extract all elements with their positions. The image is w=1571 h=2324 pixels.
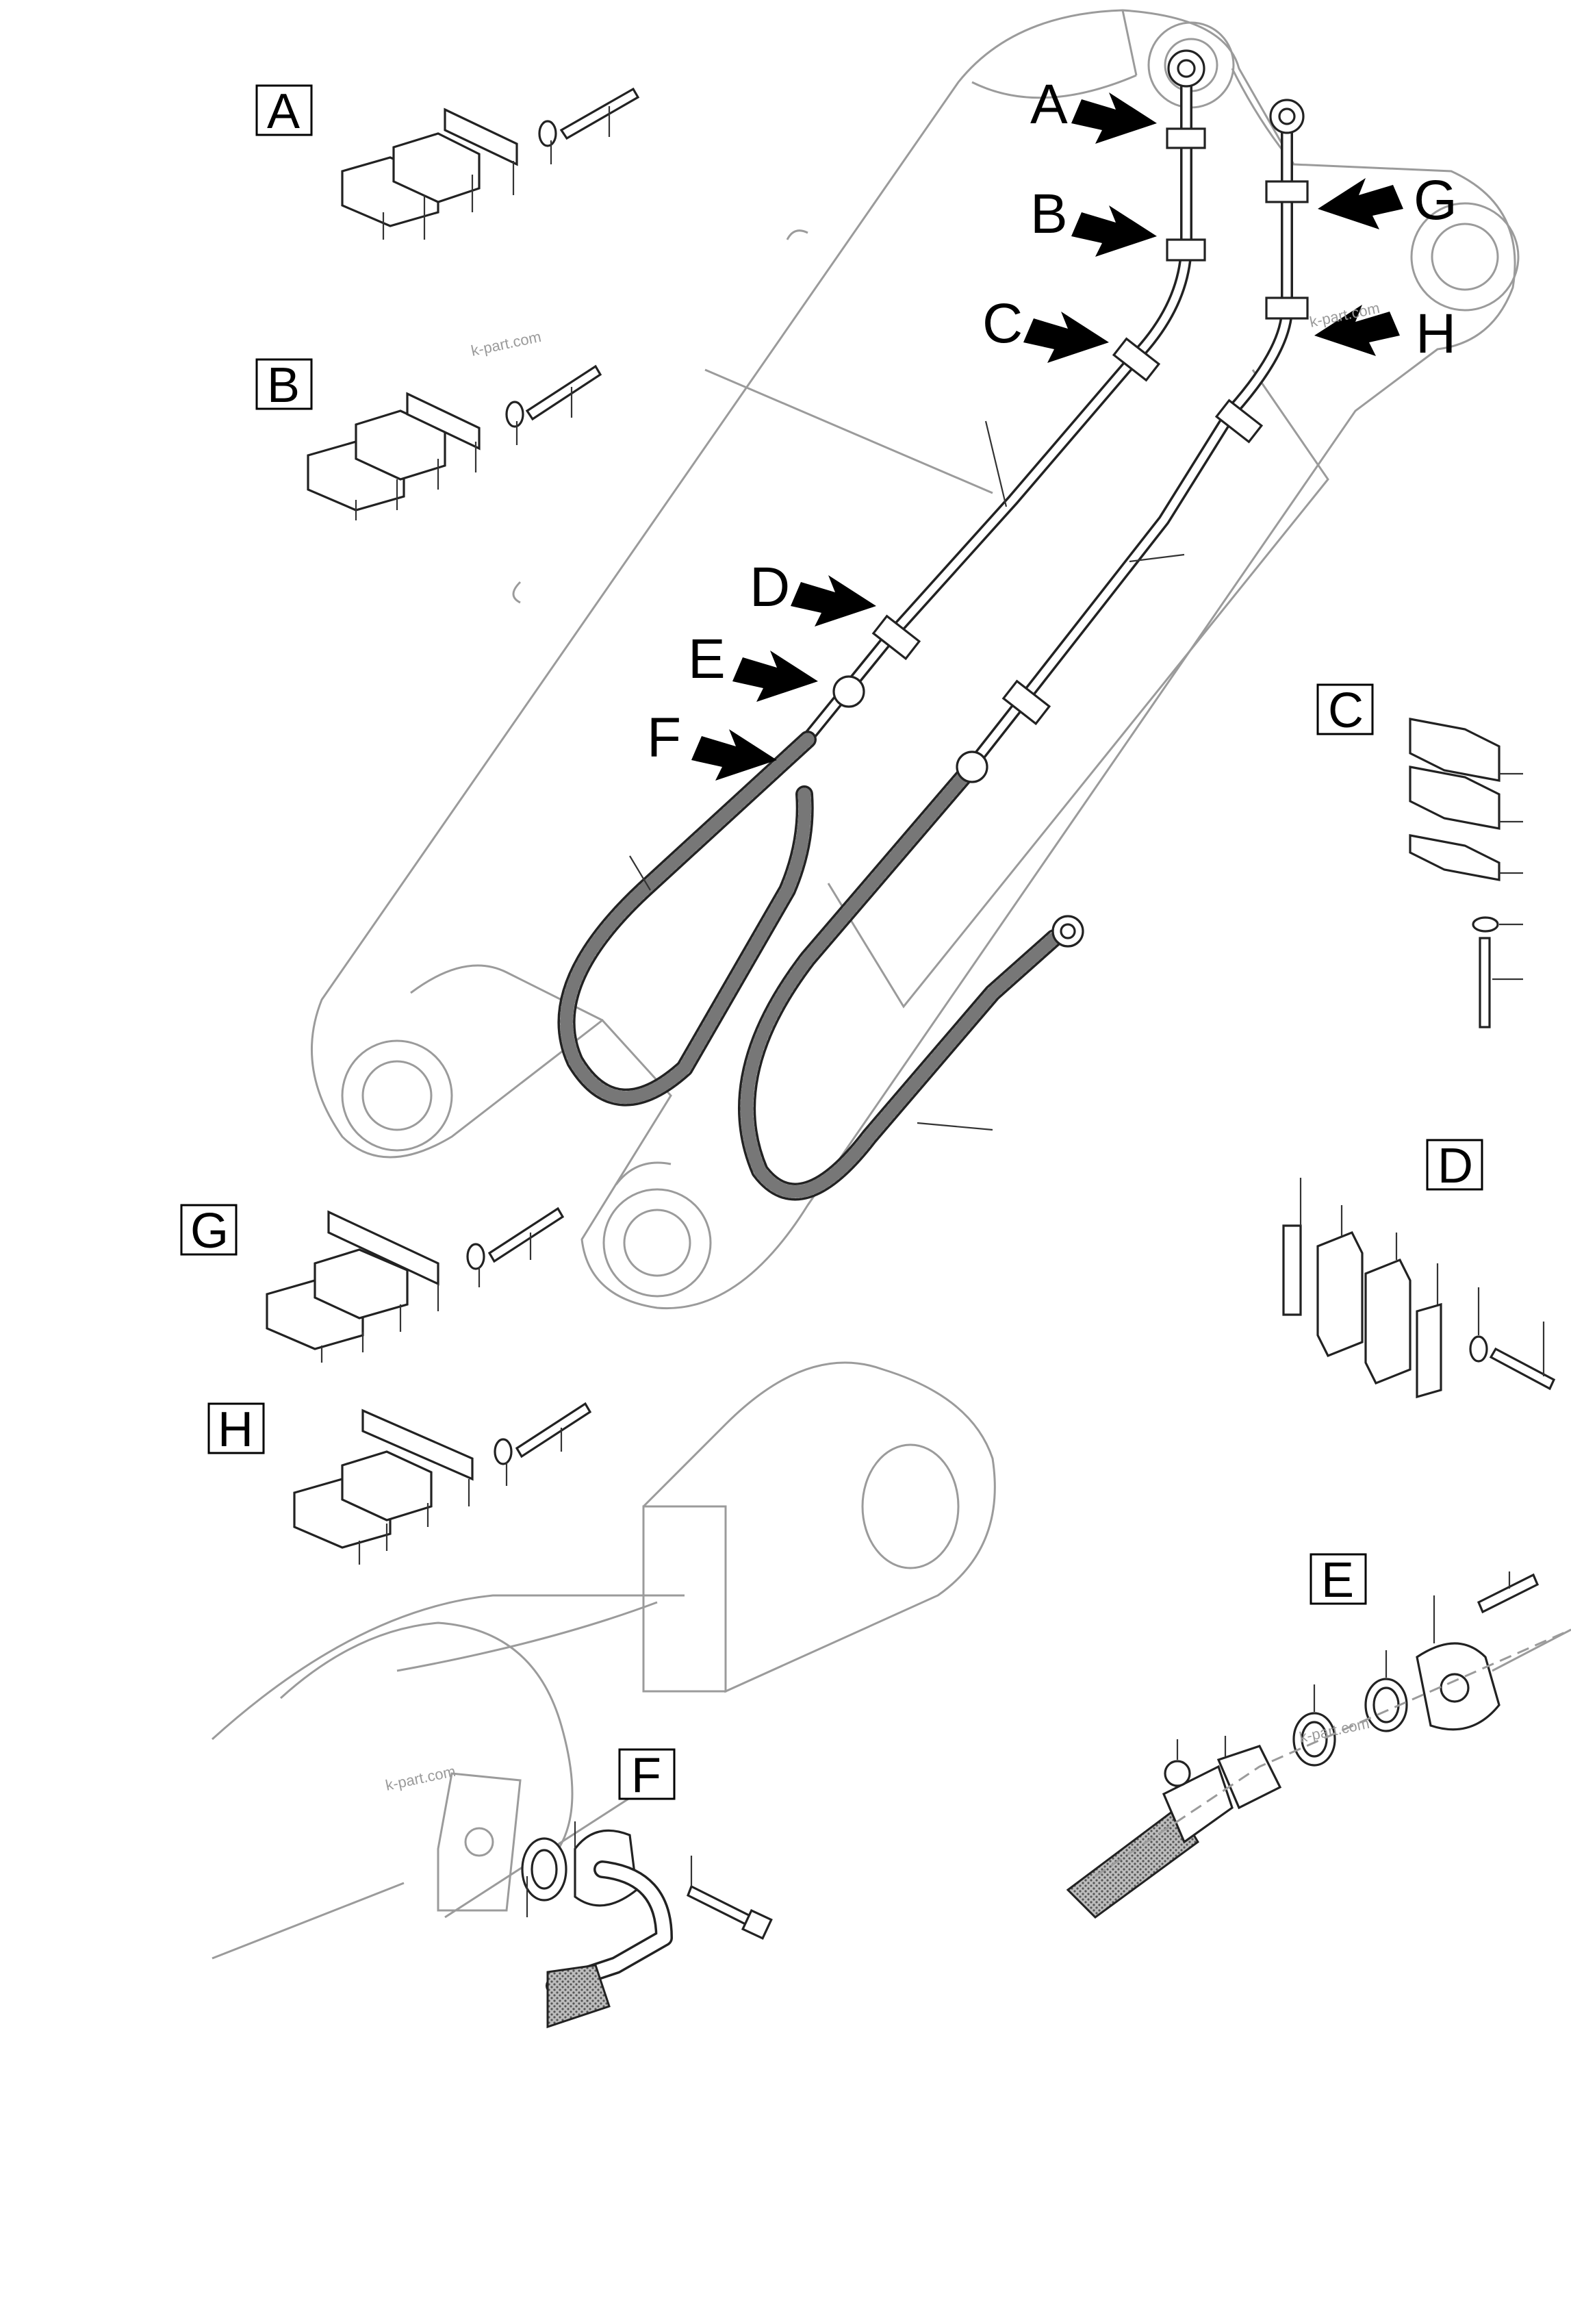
arrow-d-icon [791,575,876,627]
callout-h: H [1416,303,1456,365]
watermark: k-part.com [470,328,543,359]
leader-lines [629,420,1185,1131]
box-label-h: H [218,1402,253,1457]
callout-b: B [1030,183,1068,245]
detail-e: E [1066,1553,1571,1919]
hydraulic-lines [557,49,1309,1201]
cylinder-outline [211,1361,996,1960]
arrow-a-icon [1071,92,1157,144]
box-label-b: B [267,358,300,413]
callout-d: D [750,556,790,618]
box-label-c: C [1328,683,1364,738]
arrows [691,92,1403,781]
box-label-a: A [267,84,300,139]
arrow-c-icon [1023,312,1109,363]
box-label-d: D [1438,1139,1473,1193]
box-label-g: G [190,1204,229,1259]
box-label-f: F [631,1748,661,1803]
arrow-g-icon [1318,178,1403,229]
detail-c: C [1316,683,1523,1028]
callout-f: F [647,707,681,769]
detail-g: G [180,1204,565,1363]
box-label-e: E [1321,1553,1354,1608]
arrow-e-icon [732,651,818,702]
detail-b: B [255,358,602,520]
arrow-b-icon [1071,205,1157,257]
callout-g: G [1414,169,1457,231]
watermarks: k-part.com k-part.com k-part.com k-part.… [384,299,1381,1794]
callout-a: A [1030,73,1068,136]
detail-f: F [521,1748,773,2029]
arrow-h-icon [1314,305,1400,356]
watermark: k-part.com [384,1763,457,1794]
detail-a: A [255,84,640,240]
detail-h: H [207,1402,592,1565]
callout-letters: A B C D E F G H [647,73,1457,769]
callout-e: E [688,628,726,690]
arrow-f-icon [691,729,777,781]
detail-d: D [1282,1139,1556,1399]
callout-c: C [982,292,1023,355]
